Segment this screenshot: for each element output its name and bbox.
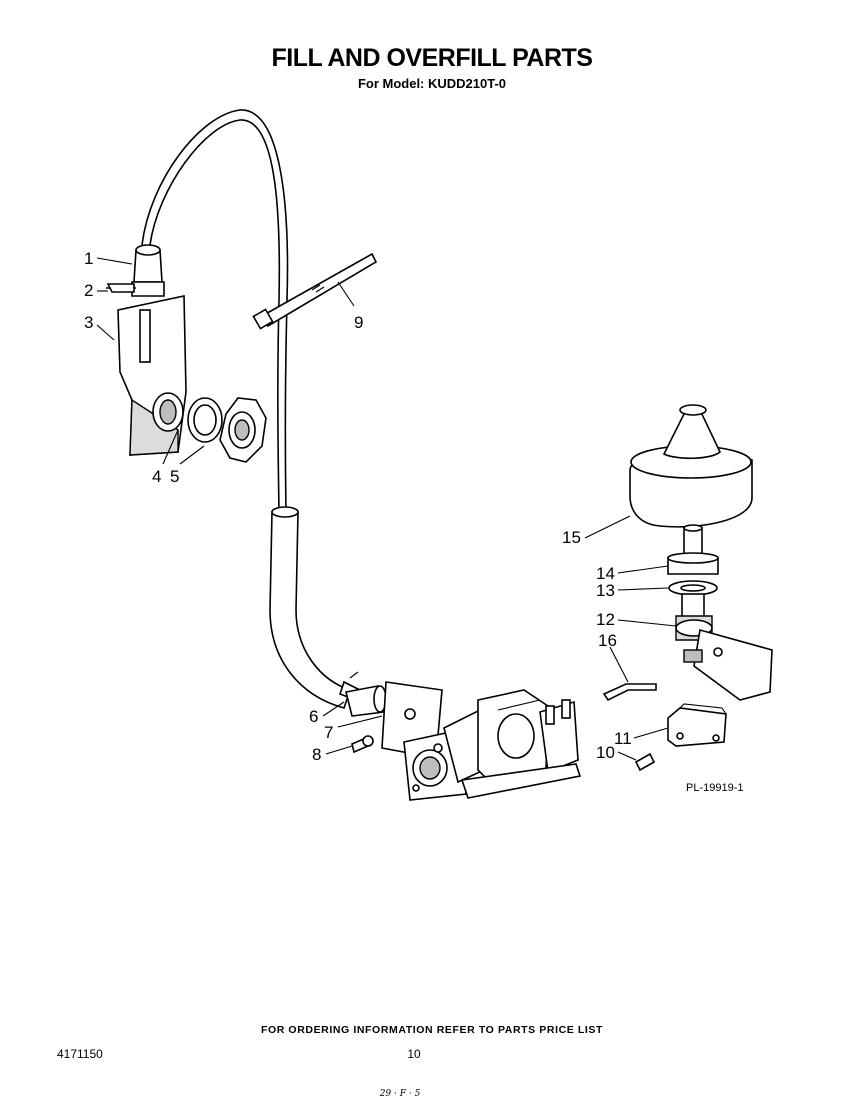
- actuator-lever: [602, 683, 657, 702]
- cable-tie: [252, 252, 378, 330]
- float: [629, 404, 753, 528]
- water-valve-assembly: [381, 681, 582, 801]
- callout-16: 16: [598, 631, 617, 650]
- callout-13: 13: [596, 581, 615, 600]
- switch-bracket: [683, 628, 773, 701]
- callout-5: 5: [170, 467, 179, 486]
- callout-15: 15: [562, 528, 581, 547]
- valve-elbow: [345, 685, 387, 717]
- float-nut: [667, 552, 719, 575]
- valve-screw: [351, 735, 374, 754]
- callout-4: 4: [152, 467, 161, 486]
- callout-14: 14: [596, 564, 615, 583]
- funnel-washer: [187, 397, 223, 443]
- diagram-reference: PL-19919-1: [686, 782, 744, 794]
- page-title: FILL AND OVERFILL PARTS: [271, 44, 593, 72]
- funnel-nut: [152, 392, 184, 432]
- page-number: 10: [407, 1047, 421, 1061]
- callout-11: 11: [614, 729, 632, 748]
- funnel-locknut: [219, 397, 267, 463]
- ordering-note: FOR ORDERING INFORMATION REFER TO PARTS …: [260, 1024, 604, 1036]
- callout-12: 12: [596, 610, 615, 629]
- float-washer: [668, 580, 718, 596]
- callout-10: 10: [596, 743, 615, 762]
- float-stem: [683, 524, 703, 557]
- callout-6: 6: [309, 707, 318, 726]
- fill-hose-outline-inner: [149, 119, 281, 513]
- callout-7: 7: [324, 723, 333, 742]
- callout-3: 3: [84, 313, 93, 332]
- handwritten-note: 29 · F · 5: [379, 1089, 421, 1099]
- callout-1: 1: [84, 249, 93, 268]
- inlet-hose: [269, 506, 352, 709]
- leader-lines: [96, 257, 677, 761]
- callout-8: 8: [312, 745, 321, 764]
- overfill-switch: [667, 703, 727, 747]
- callout-9: 9: [354, 313, 363, 332]
- parts-diagram: 1 2 3 4 5 6 7 8 9 10 11 12 13 14 15 16: [84, 109, 773, 801]
- switch-screw: [634, 752, 656, 772]
- document-number: 4171150: [57, 1047, 103, 1061]
- callout-2: 2: [84, 281, 93, 300]
- fill-hose-outline: [141, 109, 289, 513]
- model-subtitle: For Model: KUDD210T-0: [357, 76, 507, 91]
